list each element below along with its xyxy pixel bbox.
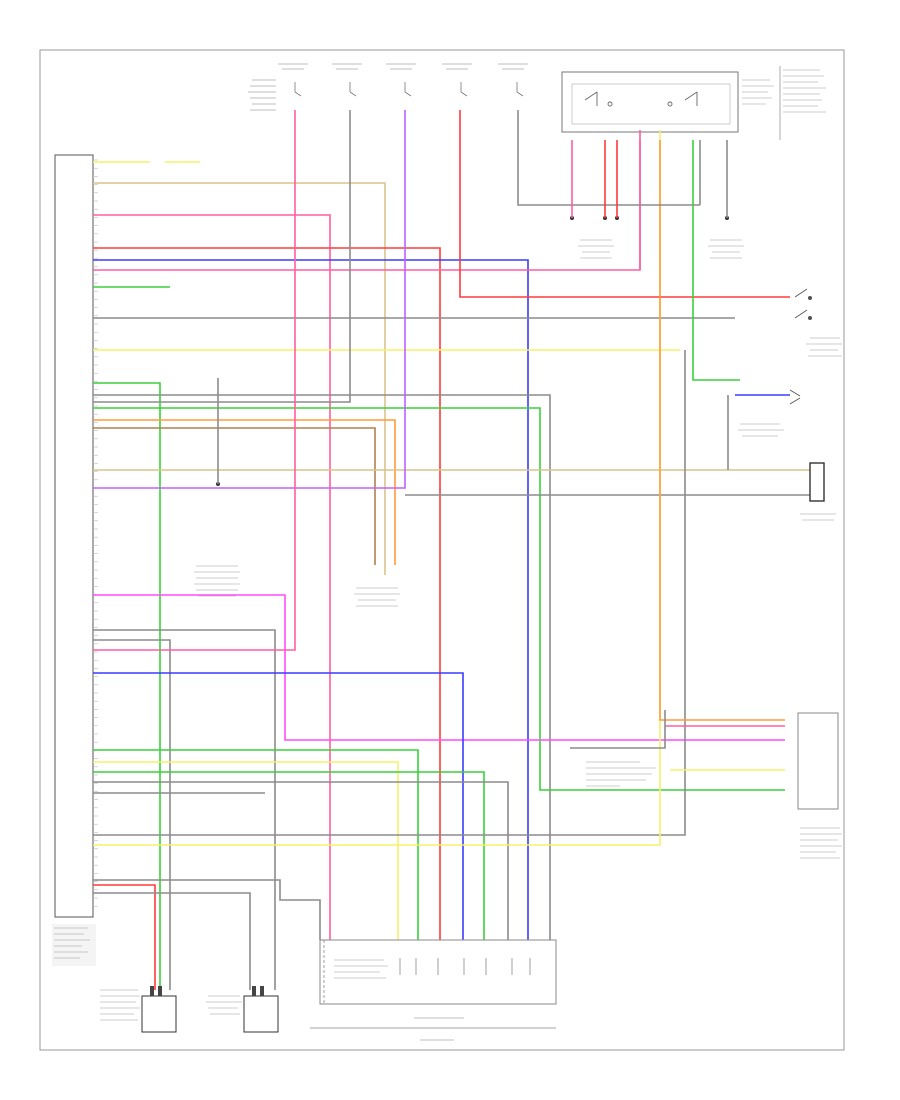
tan-wire [93, 182, 386, 575]
gray-wire [93, 781, 509, 940]
fuse-symbols [294, 82, 524, 97]
sensor-box-right [243, 995, 279, 1033]
gray-wire [93, 350, 686, 836]
gray-wire [517, 110, 700, 206]
pink-wire [93, 130, 641, 271]
gray-wire [93, 639, 171, 990]
blue-wire [93, 259, 529, 940]
bottom-connector-internals [323, 940, 531, 1004]
green-wire [93, 382, 161, 990]
orange-wire [93, 419, 396, 565]
gray-wire [570, 710, 666, 749]
right-connector-label [800, 827, 842, 859]
component-labels-right [738, 337, 842, 521]
magenta-wire [93, 594, 785, 741]
bottom-connector-box [319, 939, 557, 1005]
green-wire [93, 407, 785, 791]
wires [93, 110, 810, 990]
brown-wire [93, 427, 376, 565]
sensor-box-left [141, 995, 177, 1033]
splice-note [586, 761, 656, 787]
sensor-connectors [150, 986, 264, 996]
sensor-labels [100, 989, 242, 1021]
red-wire [93, 247, 441, 940]
green-wire [692, 140, 740, 381]
orange-wire [659, 140, 785, 721]
bottom-bracket-label [414, 1017, 464, 1041]
relay-box [561, 71, 739, 133]
yellow-wire [93, 761, 399, 940]
ground-symbols [216, 216, 729, 486]
gray-wire [93, 394, 551, 940]
relay-box-label-lines [742, 69, 826, 113]
right-connector-box [797, 712, 839, 810]
red-wire [459, 110, 790, 298]
blue-wire [93, 672, 464, 940]
gray-wire [93, 110, 351, 403]
bottom-box-label [334, 959, 388, 979]
gray-wire [93, 629, 276, 990]
pink-wire [93, 214, 331, 940]
ground-labels [194, 239, 744, 607]
control-module-pins [93, 159, 98, 907]
sensor-connector [809, 462, 825, 502]
green-wire [93, 749, 419, 940]
relay-box-inner [571, 83, 731, 125]
pink-wire [93, 110, 296, 651]
gray-wire [93, 892, 251, 990]
switch-symbols [789, 288, 813, 405]
diagram-border [39, 49, 845, 1051]
green-wire [93, 771, 485, 940]
control-module-box [54, 154, 94, 918]
violet-wire [93, 110, 406, 489]
relay-switch-symbols [584, 91, 698, 107]
gray-wire [93, 879, 321, 940]
red-wire [93, 884, 156, 990]
control-module-label [52, 924, 96, 966]
fuse-labels [248, 63, 528, 111]
